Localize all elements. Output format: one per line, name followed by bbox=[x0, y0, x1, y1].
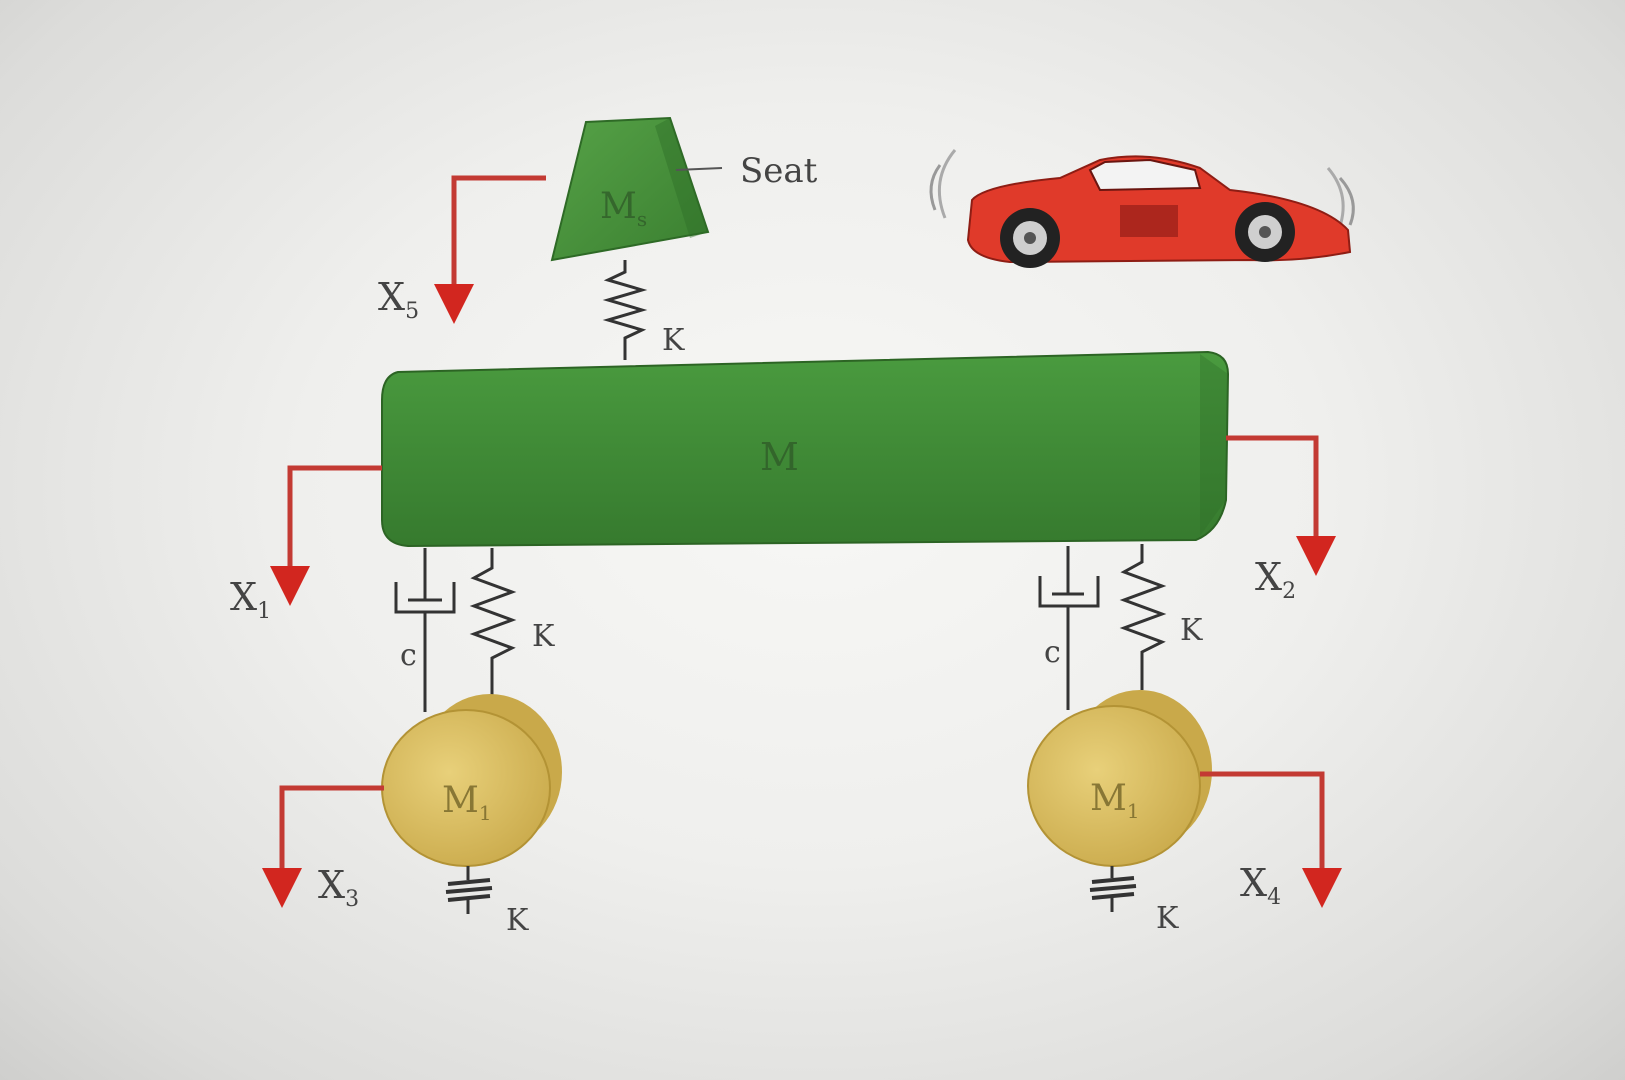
seat-label: Seat bbox=[740, 151, 818, 191]
x2-arrow bbox=[1226, 435, 1336, 576]
x1-label: X1 bbox=[230, 575, 271, 624]
x4-label: X4 bbox=[1240, 861, 1281, 910]
right-spring-label: K bbox=[1180, 613, 1203, 648]
left-spring-label: K bbox=[532, 619, 555, 654]
right-spring bbox=[1119, 544, 1167, 690]
left-damper bbox=[394, 548, 456, 712]
sports-car-icon bbox=[929, 149, 1355, 268]
left-damper-label: c bbox=[400, 638, 417, 673]
x3-arrow bbox=[262, 785, 384, 908]
right-damper bbox=[1038, 546, 1100, 710]
x5-label: X5 bbox=[378, 275, 419, 324]
left-wheel-mass: M1 bbox=[381, 694, 562, 867]
right-wheel-mass: M1 bbox=[1027, 690, 1212, 867]
x2-label: X2 bbox=[1255, 555, 1296, 604]
seat-mass-label: Ms bbox=[600, 186, 647, 231]
right-tire-spring-label: K bbox=[1156, 901, 1179, 936]
left-tire-spring bbox=[445, 866, 493, 914]
x4-arrow bbox=[1200, 771, 1342, 908]
left-wheel-mass-label: M1 bbox=[442, 780, 492, 825]
right-wheel-mass-label: M1 bbox=[1090, 778, 1140, 823]
x5-arrow bbox=[434, 175, 546, 324]
seat-spring-label: K bbox=[662, 323, 685, 358]
seat-mass: Ms bbox=[550, 116, 710, 262]
x3-label: X3 bbox=[318, 863, 359, 912]
left-spring bbox=[469, 548, 517, 700]
left-tire-spring-label: K bbox=[506, 903, 529, 938]
right-damper-label: c bbox=[1044, 635, 1061, 670]
seat-leader-line bbox=[675, 167, 723, 171]
right-tire-spring bbox=[1089, 866, 1137, 912]
body-mass: M bbox=[381, 350, 1230, 548]
body-mass-label: M bbox=[760, 435, 799, 479]
seat-spring bbox=[602, 260, 648, 360]
x1-arrow bbox=[270, 465, 382, 606]
